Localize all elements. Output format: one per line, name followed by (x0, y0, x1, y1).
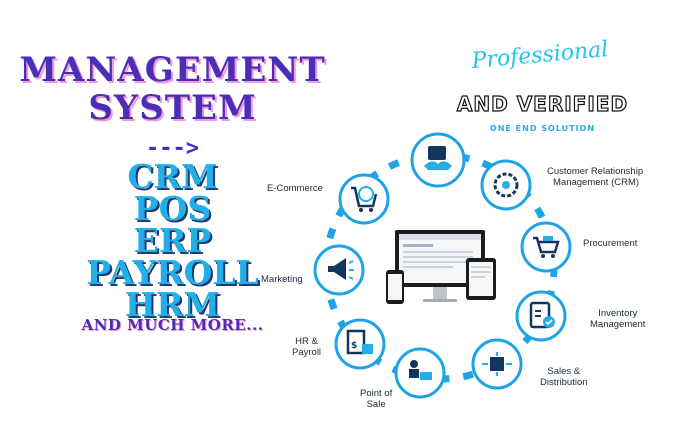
devices-illustration (386, 230, 496, 304)
gear-people-icon (493, 172, 519, 198)
title-line-management: MANAGEMENT (19, 50, 326, 90)
payroll-doc-icon: $ (346, 329, 373, 355)
module-hr-payroll: $ (334, 318, 386, 370)
label-inventory: Inventory Management (590, 308, 646, 330)
acronym-payroll: PAYROLL (86, 253, 259, 292)
label-crm: Customer Relationship Management (CRM) (547, 166, 644, 188)
module-top (410, 132, 466, 188)
module-marketing (313, 244, 365, 296)
module-crm (480, 159, 532, 211)
cashier-icon (409, 360, 432, 380)
boxes-arrows-icon (482, 352, 512, 376)
module-sales (471, 338, 523, 390)
acronym-crm: CRM (127, 157, 218, 196)
module-procurement (520, 221, 572, 273)
handshake-icon (424, 146, 452, 170)
acronym-erp: ERP (133, 221, 212, 260)
and-much-more: AND MUCH MORE... (81, 316, 264, 334)
acronym-hrm: HRM (124, 285, 221, 324)
label-sales: Sales & Distribution (540, 366, 588, 388)
label-ecommerce: E-Commerce (267, 183, 323, 194)
label-hr-payroll: HR & Payroll (292, 336, 322, 358)
module-inventory (515, 290, 567, 342)
module-ecommerce (338, 173, 390, 225)
label-pos: Point of Sale (360, 388, 393, 410)
web-cart-icon (351, 186, 378, 212)
shopping-cart-icon (533, 236, 560, 258)
svg-text:$: $ (351, 341, 357, 351)
label-marketing: Marketing (261, 274, 303, 285)
one-end-solution-tagline: ONE END SOLUTION (489, 124, 596, 133)
arrow-text: ---> (146, 136, 199, 161)
acronym-pos: POS (133, 189, 212, 228)
module-pos (394, 347, 446, 399)
clipboard-check-icon (529, 301, 555, 329)
label-procurement: Procurement (583, 238, 638, 249)
title-line-system: SYSTEM (88, 88, 257, 128)
megaphone-icon (328, 258, 354, 280)
and-verified-heading: AND VERIFIED (456, 91, 629, 116)
